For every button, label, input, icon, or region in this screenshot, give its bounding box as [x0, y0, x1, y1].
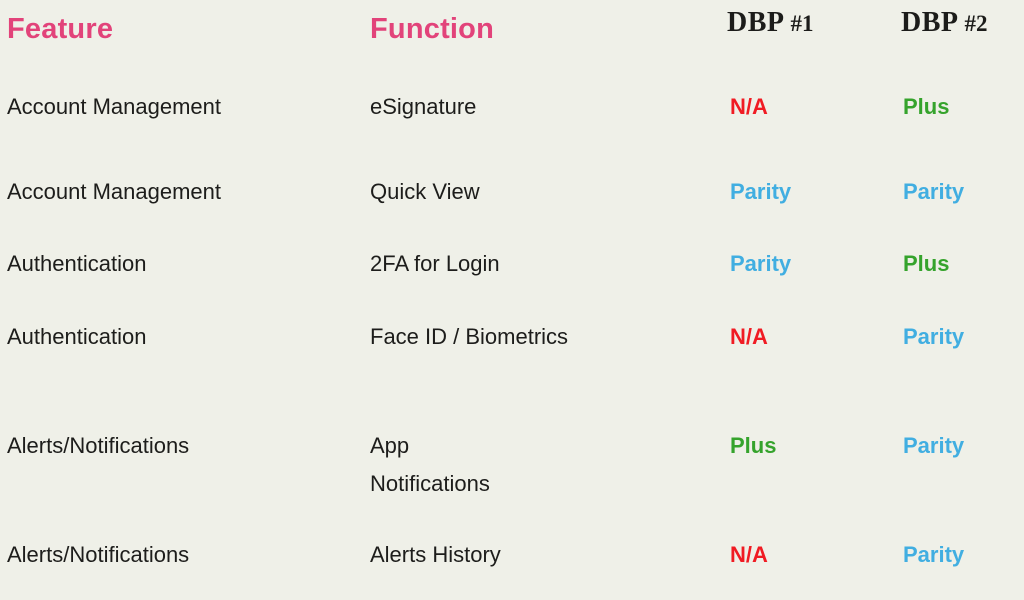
dbp1-status: N/A — [730, 324, 768, 349]
dbp1-status: Plus — [730, 433, 777, 458]
column-header-function: Function — [370, 13, 495, 45]
dbp1-status: N/A — [730, 94, 768, 119]
function-cell: App Notifications — [370, 433, 490, 496]
column-header-dbp1-name: DBP — [727, 7, 791, 38]
dbp2-status: Plus — [903, 251, 950, 276]
feature-cell: Alerts/Notifications — [7, 433, 190, 458]
feature-cell: Account Management — [7, 179, 222, 204]
feature-cell: Account Management — [7, 94, 222, 119]
dbp1-status: Parity — [730, 179, 792, 204]
function-cell: Alerts History — [370, 542, 501, 567]
function-cell: eSignature — [370, 94, 477, 119]
feature-cell: Authentication — [7, 324, 147, 349]
dbp1-status: N/A — [730, 542, 768, 567]
dbp2-status: Parity — [903, 433, 965, 458]
feature-cell: Alerts/Notifications — [7, 542, 190, 567]
dbp1-status: Parity — [730, 251, 792, 276]
column-header-dbp1: DBP #1 — [727, 5, 887, 42]
column-header-dbp2-name: DBP — [901, 7, 965, 38]
dbp2-status: Parity — [903, 179, 965, 204]
column-header-dbp2-number: #2 — [964, 11, 988, 36]
dbp2-status: Parity — [903, 542, 965, 567]
feature-cell: Authentication — [7, 251, 147, 276]
dbp2-status: Parity — [903, 324, 965, 349]
dbp2-status: Plus — [903, 94, 950, 119]
column-header-dbp2: DBP #2 — [901, 5, 1019, 42]
column-header-dbp1-number: #1 — [790, 11, 814, 36]
function-cell: 2FA for Login — [370, 251, 500, 276]
function-cell: Face ID / Biometrics — [370, 324, 569, 349]
column-header-feature: Feature — [7, 13, 114, 45]
function-cell: Quick View — [370, 179, 480, 204]
